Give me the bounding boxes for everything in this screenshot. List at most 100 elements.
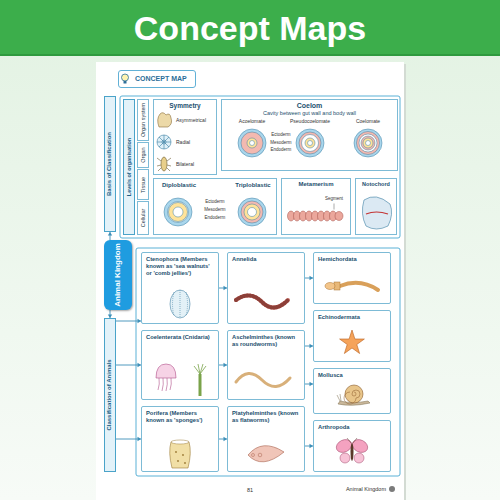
- connector: [305, 276, 313, 280]
- bilateral-figure: [157, 157, 171, 171]
- acoelomate-section: [238, 129, 266, 157]
- bilateral-figure: [161, 157, 167, 171]
- frame: [136, 248, 400, 476]
- coelomate-section: [354, 129, 382, 157]
- criterion-box: Metamerism: [281, 178, 351, 235]
- roundworm-figure: [236, 373, 290, 386]
- diploblastic-section: [173, 207, 183, 217]
- ctenophore-figure: [170, 290, 190, 318]
- node-text: CONCEPT MAP: [135, 75, 192, 83]
- part-label: Ectoderm: [201, 199, 229, 204]
- part-label: Mesoderm: [201, 207, 229, 212]
- diploblastic-section: [168, 202, 189, 223]
- connector: [305, 444, 313, 448]
- node-text: Metamerism: [285, 181, 347, 188]
- pseudocoelomate-section: [299, 132, 321, 154]
- coelomate-section: [363, 138, 373, 148]
- node-text: Organ: [140, 147, 147, 162]
- butterfly-figure: [351, 443, 354, 461]
- balanoglossus-figure: [325, 282, 378, 290]
- snail-figure: [344, 390, 360, 404]
- triploblastic-section: [238, 198, 266, 226]
- sponge-vase: [175, 451, 177, 453]
- flatworm-figure: [248, 446, 284, 462]
- part-label: Asymmetrical: [176, 117, 216, 123]
- bulb-icon: [124, 81, 127, 84]
- radial-figure: [157, 135, 171, 149]
- part-label: 81: [235, 487, 265, 494]
- page-title: Concept Maps: [0, 0, 500, 56]
- hydra-figure: [194, 364, 206, 374]
- node-text: Notochord: [359, 181, 393, 188]
- part-label: Endoderm: [201, 215, 229, 220]
- coelomate-section: [366, 141, 371, 146]
- radial-figure: [157, 135, 171, 149]
- pseudocoelomate-section: [302, 135, 319, 152]
- sponge-vase: [184, 462, 186, 464]
- connector-line: [116, 365, 141, 366]
- node-text: Aschelminthes (known as roundworms): [232, 334, 300, 348]
- connector: [219, 437, 227, 441]
- part-label: Bilateral: [176, 161, 216, 167]
- connector: [108, 310, 112, 318]
- jellyfish-figure: [156, 364, 176, 378]
- flatworm-figure: [258, 453, 262, 457]
- connector: [219, 363, 227, 367]
- node-text: Cavity between gut wall and body wall: [225, 110, 394, 117]
- section-band: Classification of Animals: [104, 318, 116, 472]
- node-text: Triploblastic: [232, 182, 274, 189]
- bulb-icon: [122, 74, 129, 81]
- map-header: CONCEPT MAP: [118, 70, 196, 88]
- flatworm-figure: [252, 454, 255, 457]
- connector-line: [116, 321, 141, 322]
- connector-line: [116, 439, 141, 440]
- butterfly-figure: [334, 437, 370, 463]
- book-page: [96, 62, 406, 500]
- butterfly-figure: [340, 453, 350, 463]
- connector: [116, 437, 141, 441]
- coelomate-section: [359, 134, 377, 152]
- node-text: Animal Kingdom: [113, 243, 123, 307]
- criterion-box: DiploblasticTriploblastic: [153, 178, 277, 235]
- phylum-card: Mollusca: [313, 368, 391, 414]
- footer-icon: [389, 486, 395, 492]
- flatworm-figure: [248, 446, 284, 462]
- node-text: Mollusca: [318, 372, 386, 379]
- phylum-card: Hemichordata: [313, 252, 391, 304]
- triploblastic-section: [248, 208, 257, 217]
- node-text: Tissue: [140, 177, 147, 193]
- diploblastic-section: [169, 203, 188, 222]
- butterfly-figure: [347, 438, 357, 443]
- banner: [0, 0, 500, 56]
- node-text: Ctenophora (Members known as 'sea walnut…: [146, 256, 214, 277]
- part-label: Radial: [176, 139, 216, 145]
- balanoglossus-figure: [340, 283, 378, 290]
- butterfly-figure: [354, 453, 364, 463]
- phylum-card: Arthropoda: [313, 420, 391, 472]
- frame: [120, 96, 400, 238]
- pseudocoelomate-section: [308, 141, 313, 146]
- roundworm-figure: [236, 373, 290, 386]
- sponge-figure: [158, 113, 172, 127]
- criterion-box: CoelomCavity between gut wall and body w…: [221, 99, 398, 171]
- phylum-card: Porifera (Members known as 'sponges'): [141, 406, 219, 472]
- node-text: Basis of Classification: [106, 132, 113, 196]
- node-text: Platyhelminthes (known as flatworms): [232, 410, 300, 424]
- phylum-card: Coelenterata (Cnidaria): [141, 330, 219, 400]
- diploblastic-section: [164, 198, 192, 226]
- node-text: Coelom: [225, 102, 394, 110]
- part-label: Animal Kingdom: [320, 486, 386, 493]
- sponge-vase: [177, 460, 179, 462]
- triploblastic-section: [238, 198, 266, 226]
- node-text: Porifera (Members known as 'sponges'): [146, 410, 214, 424]
- ctenophore-figure: [170, 290, 190, 318]
- part-label: Acoelomate: [226, 118, 278, 124]
- node-text: Symmetry: [157, 102, 213, 110]
- snail-figure: [345, 385, 363, 403]
- sponge-vase: [170, 442, 191, 468]
- triploblastic-section: [241, 201, 263, 223]
- node-text: Echinodermata: [318, 314, 386, 321]
